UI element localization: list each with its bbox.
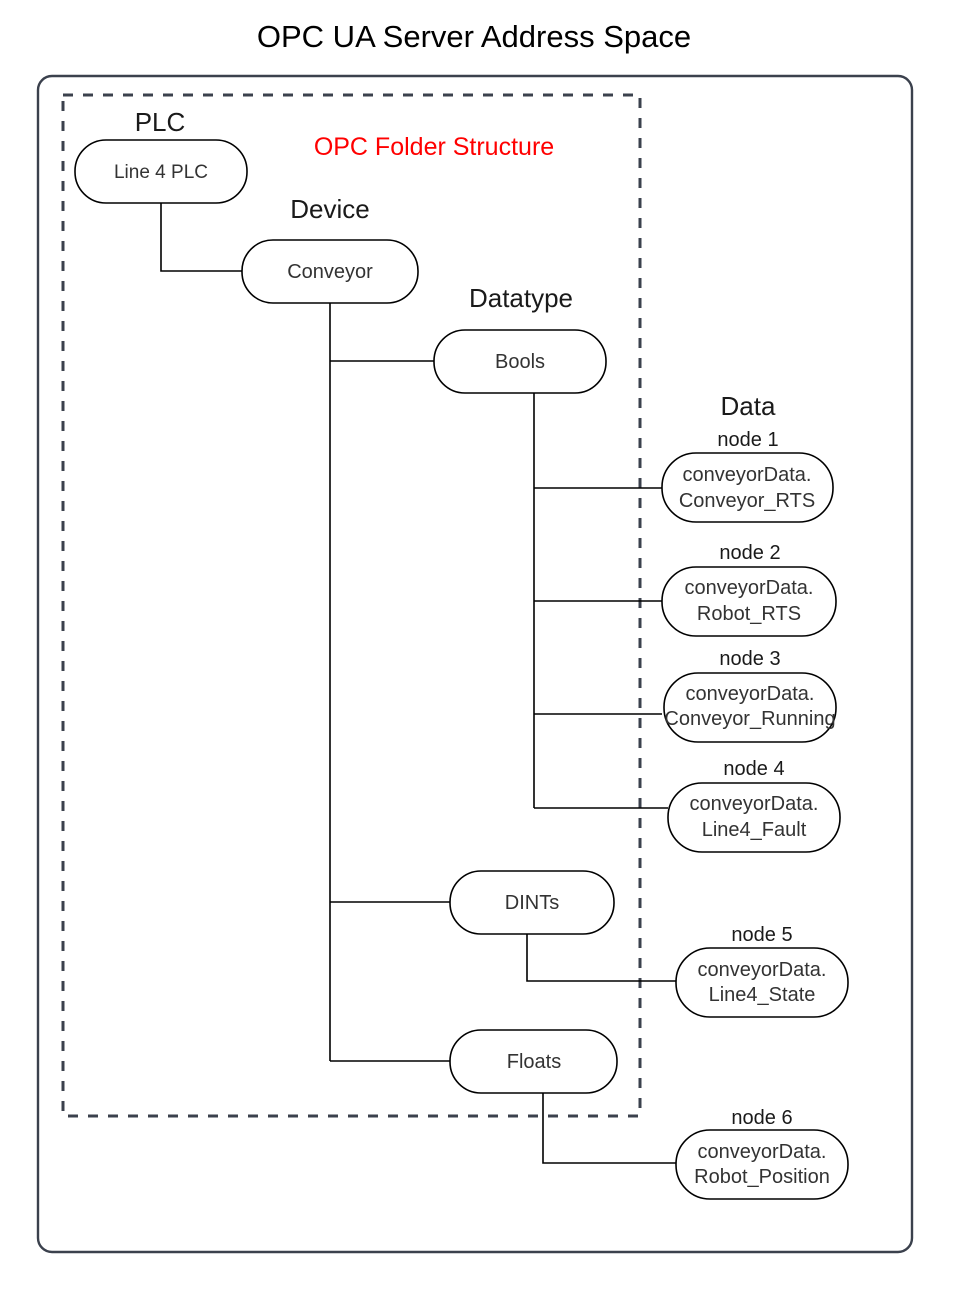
group-label-device: Device <box>290 194 369 224</box>
node-line-4-plc-label: Line 4 PLC <box>114 162 208 183</box>
data-node-3-caption: node 3 <box>719 648 780 670</box>
data-node-4-caption: node 4 <box>723 758 784 780</box>
data-node-4[interactable]: node 4 conveyorData. Line4_Fault <box>667 758 841 853</box>
data-node-3[interactable]: node 3 conveyorData. Conveyor_Running <box>663 648 837 743</box>
server-boundary-frame <box>36 74 914 1254</box>
node-conveyor[interactable]: Conveyor <box>241 239 419 304</box>
data-node-6-line-1: conveyorData. <box>698 1141 827 1163</box>
data-node-3-line-2: Conveyor_Running <box>664 708 835 730</box>
opc-folder-structure-boundary <box>61 93 642 1118</box>
data-node-1[interactable]: node 1 conveyorData. Conveyor_RTS <box>661 429 834 523</box>
node-dints-label: DINTs <box>505 892 559 914</box>
data-node-4-line-1: conveyorData. <box>690 793 819 815</box>
data-node-5-line-1: conveyorData. <box>698 959 827 981</box>
data-node-2[interactable]: node 2 conveyorData. Robot_RTS <box>661 542 837 637</box>
data-node-5-line-2: Line4_State <box>709 984 816 1006</box>
group-label-datatype: Datatype <box>469 283 573 313</box>
data-node-3-line-1: conveyorData. <box>686 683 815 705</box>
node-conveyor-label: Conveyor <box>287 261 373 283</box>
edge-floats-to-node-6 <box>542 1093 676 1164</box>
node-bools[interactable]: Bools <box>433 329 607 394</box>
data-node-2-line-2: Robot_RTS <box>697 603 801 625</box>
data-node-6[interactable]: node 6 conveyorData. Robot_Position <box>675 1107 849 1200</box>
group-label-data: Data <box>721 391 776 421</box>
node-bools-label: Bools <box>495 351 545 373</box>
node-line-4-plc[interactable]: Line 4 PLC <box>74 139 248 204</box>
data-node-6-caption: node 6 <box>731 1107 792 1129</box>
edge-plc-to-conveyor <box>160 203 242 272</box>
data-node-2-caption: node 2 <box>719 542 780 564</box>
data-node-5[interactable]: node 5 conveyorData. Line4_State <box>675 924 849 1018</box>
group-label-plc: PLC <box>135 107 186 137</box>
data-node-6-line-2: Robot_Position <box>694 1166 830 1188</box>
node-floats-label: Floats <box>507 1051 561 1073</box>
data-node-4-line-2: Line4_Fault <box>702 819 807 841</box>
data-node-1-caption: node 1 <box>717 429 778 451</box>
node-floats[interactable]: Floats <box>449 1029 618 1094</box>
data-node-2-line-1: conveyorData. <box>685 577 814 599</box>
opc-folder-structure-label: OPC Folder Structure <box>314 133 554 161</box>
page-title: OPC UA Server Address Space <box>257 19 691 54</box>
data-node-1-line-2: Conveyor_RTS <box>679 490 815 512</box>
data-node-5-caption: node 5 <box>731 924 792 946</box>
edge-dints-to-node-5 <box>526 934 676 982</box>
data-node-1-line-1: conveyorData. <box>683 464 812 486</box>
node-dints[interactable]: DINTs <box>449 870 615 935</box>
